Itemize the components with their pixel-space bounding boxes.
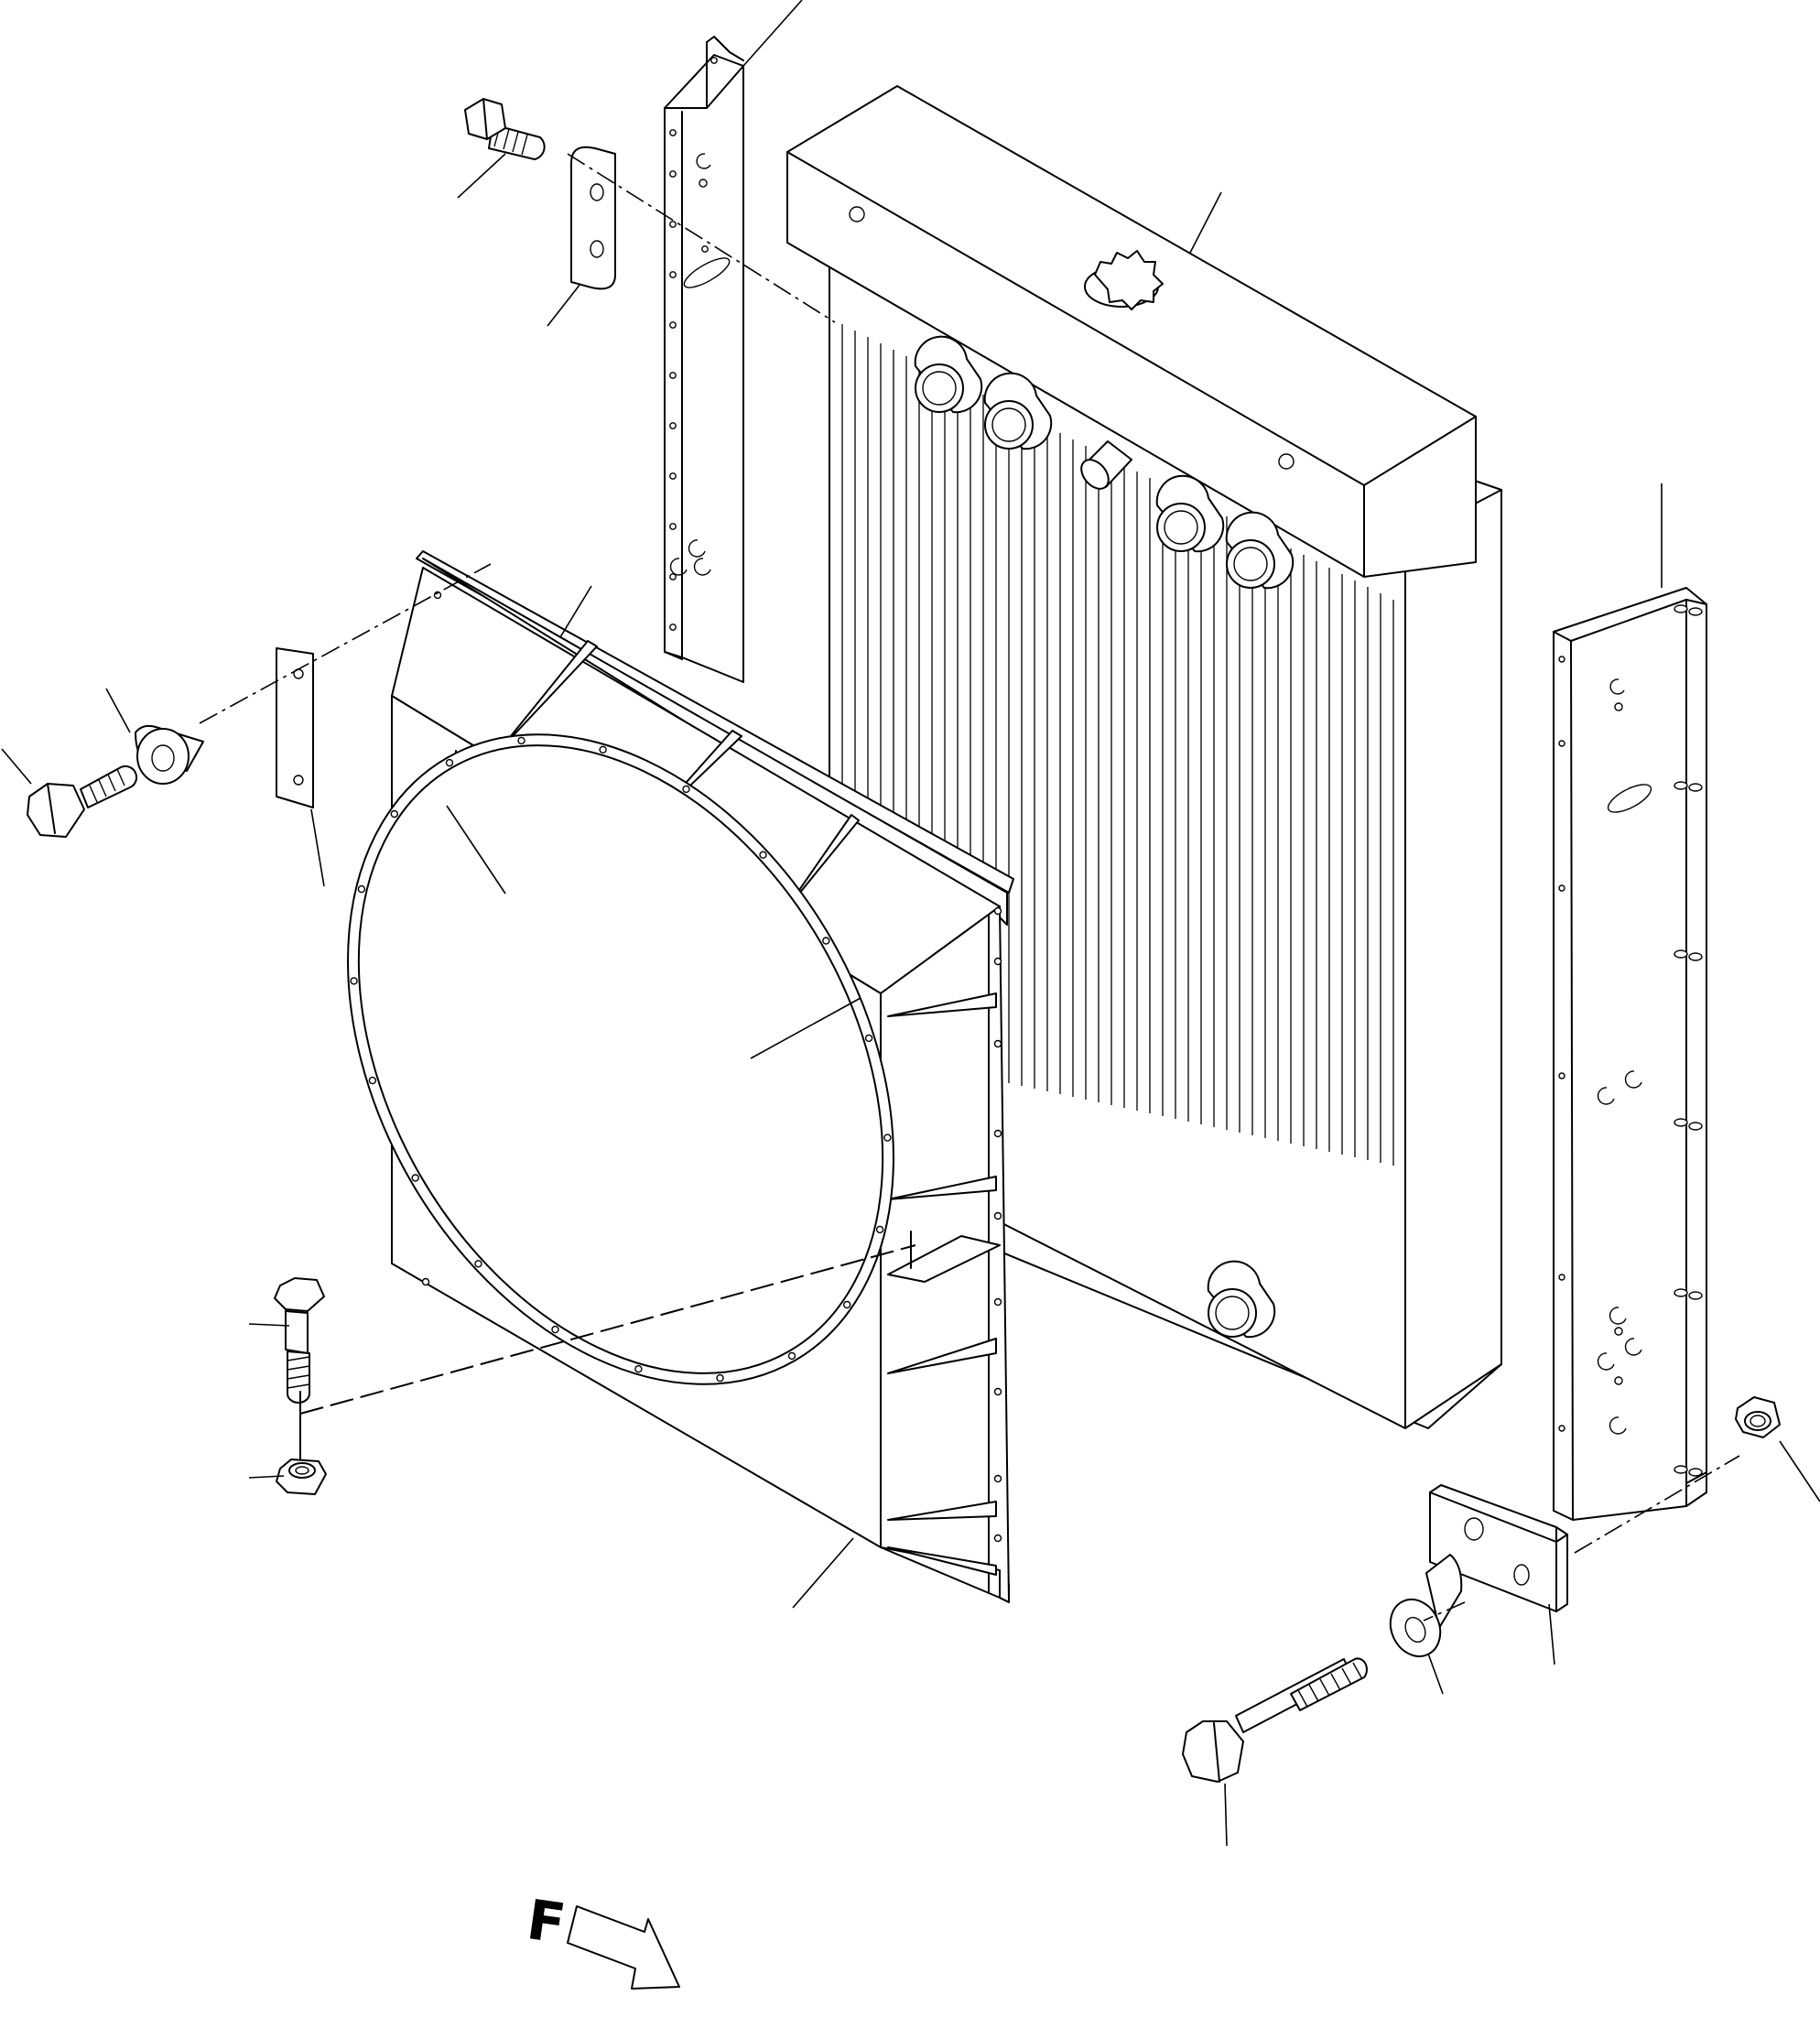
- assembly-centerlines: [199, 153, 1740, 1621]
- bolt-lower: [274, 1277, 325, 1404]
- view-letter: F: [523, 1888, 569, 1957]
- ring-bolt-hole: [411, 1174, 419, 1182]
- right-bracket-holes: [1558, 604, 1703, 1477]
- ring-bolt-hole: [357, 884, 366, 894]
- ring-bolt-hole: [599, 745, 607, 754]
- ring-bolt-hole: [682, 785, 690, 794]
- ring-bolt-hole: [634, 1364, 643, 1373]
- ring-bolt-hole: [875, 1225, 884, 1234]
- ring-bolt-hole: [368, 1076, 377, 1085]
- mount-plate-upper: [570, 146, 616, 290]
- shroud-ring: [347, 733, 894, 1385]
- ring-bolt-hole: [864, 1034, 873, 1043]
- mount-plate-lower-right: [1429, 1484, 1568, 1612]
- ring-bolt-hole: [822, 937, 830, 945]
- leader-lines: [1, 0, 1820, 1847]
- ring-bolt-hole: [517, 736, 525, 745]
- ring-bolt-hole: [787, 1351, 796, 1361]
- ring-bolt-hole: [390, 809, 398, 819]
- washer-left: [135, 724, 204, 785]
- right-side-bracket: [1553, 587, 1707, 1521]
- view-direction-arrow: F: [523, 1888, 680, 1990]
- ring-bolt-hole: [474, 1260, 482, 1268]
- bolt-upper: [464, 98, 546, 160]
- ring-bolt-hole: [350, 977, 358, 985]
- ring-bolt-hole: [445, 758, 454, 767]
- ring-bolt-hole: [883, 1133, 892, 1142]
- filler-cap: [1084, 250, 1164, 310]
- washer-lower-right: [1389, 1554, 1463, 1658]
- ring-bolt-hole: [716, 1373, 724, 1383]
- left-side-bracket: [664, 36, 744, 683]
- ring-bolt-hole: [551, 1325, 559, 1334]
- mount-plate-left: [276, 647, 314, 808]
- shroud-holes: [421, 591, 1002, 1543]
- bolt-lower-right: [1182, 1657, 1368, 1783]
- ring-bolt-hole: [759, 851, 767, 859]
- nut-lower: [276, 1459, 327, 1495]
- left-bracket-holes: [669, 57, 731, 631]
- bolt-left: [27, 765, 138, 838]
- nut-right: [1735, 1396, 1781, 1438]
- ring-bolt-holes: [350, 736, 892, 1383]
- pipe-stubs: [914, 335, 1295, 1339]
- ring-bolt-hole: [843, 1300, 851, 1309]
- shroud-gussets: [887, 992, 1001, 1576]
